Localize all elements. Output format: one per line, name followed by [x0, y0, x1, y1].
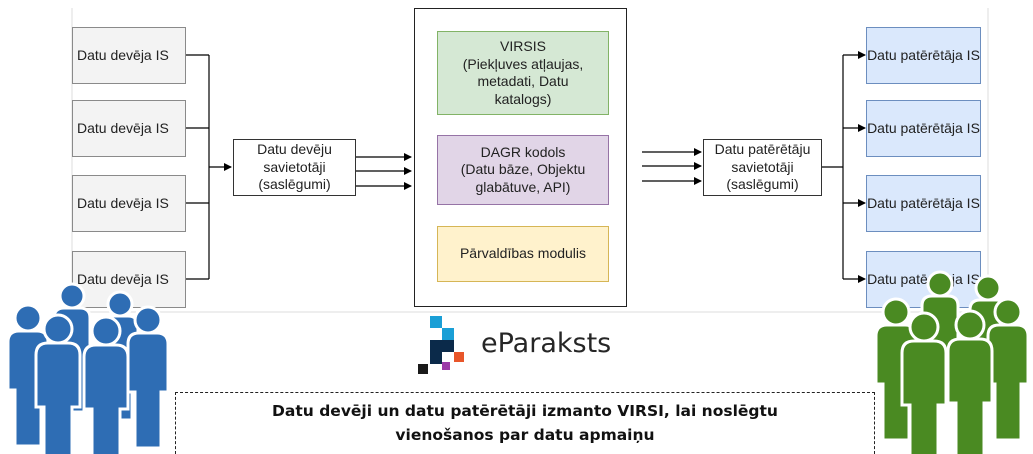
eparaksts-logo-text: eParaksts: [481, 328, 612, 359]
provider-people-icon: [6, 282, 170, 454]
provider-is-label: Datu devēja IS: [77, 46, 169, 63]
consumer-people-icon: [874, 270, 1030, 454]
consumer-is-box: Datu patērētāja IS: [866, 27, 981, 84]
consumer-aggregator-label: Datu patērētāju savietotāji (saslēgumi): [714, 141, 811, 193]
dagr-module: DAGR kodols (Datu bāze, Objektu glabātuv…: [437, 135, 609, 205]
virsis-module: VIRSIS (Piekļuves atļaujas, metadati, Da…: [437, 31, 609, 115]
provider-is-label: Datu devēja IS: [77, 270, 169, 287]
eparaksts-logo-icon: [418, 316, 464, 374]
caption-line-2: vienošanos par datu apmaiņu: [395, 426, 655, 444]
dagr-module-label: DAGR kodols (Datu bāze, Objektu glabātuv…: [460, 143, 586, 195]
consumer-is-label: Datu patērētāja IS: [867, 46, 980, 63]
consumer-is-label: Datu patērētāja IS: [867, 194, 980, 211]
consumer-is-box: Datu patērētāja IS: [866, 175, 981, 232]
provider-is-box: Datu devēja IS: [72, 175, 186, 232]
caption-line-1: Datu devēji un datu patērētāji izmanto V…: [272, 402, 778, 420]
provider-is-label: Datu devēja IS: [77, 119, 169, 136]
consumer-is-box: Datu patērētāja IS: [866, 100, 981, 157]
caption-box: Datu devēji un datu patērētāji izmanto V…: [175, 392, 875, 454]
parvaldibas-module: Pārvaldības modulis: [437, 226, 609, 282]
consumer-aggregator-box: Datu patērētāju savietotāji (saslēgumi): [703, 139, 822, 196]
provider-aggregator-box: Datu devēju savietotāji (saslēgumi): [233, 139, 356, 196]
provider-is-label: Datu devēja IS: [77, 194, 169, 211]
consumer-is-label: Datu patērētāja IS: [867, 119, 980, 136]
virsis-module-label: VIRSIS (Piekļuves atļaujas, metadati, Da…: [462, 38, 584, 107]
parvaldibas-module-label: Pārvaldības modulis: [459, 245, 587, 262]
provider-is-box: Datu devēja IS: [72, 27, 186, 84]
provider-is-box: Datu devēja IS: [72, 100, 186, 157]
provider-aggregator-label: Datu devēju savietotāji (saslēgumi): [257, 141, 332, 193]
